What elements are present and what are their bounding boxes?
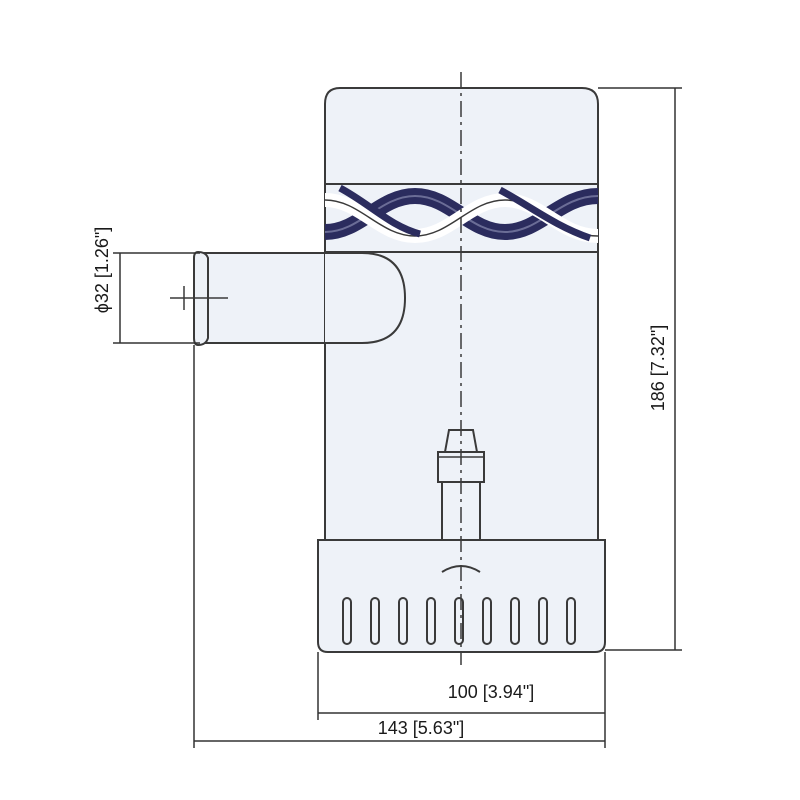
pump-body	[317, 72, 606, 665]
outlet-diameter-label: ϕ32 [1.26"]	[92, 227, 112, 314]
outlet-diameter-dimension	[113, 252, 200, 344]
outlet-pipe-front	[325, 252, 407, 344]
body-width-label: 100 [3.94"]	[448, 682, 534, 702]
overall-width-label: 143 [5.63"]	[378, 718, 464, 738]
body-width-dimension	[317, 652, 606, 748]
height-dimension-label: 186 [7.32"]	[648, 325, 668, 411]
overall-width-dimension	[193, 345, 605, 748]
height-dimension	[598, 87, 682, 651]
strainer-slots	[342, 597, 576, 645]
